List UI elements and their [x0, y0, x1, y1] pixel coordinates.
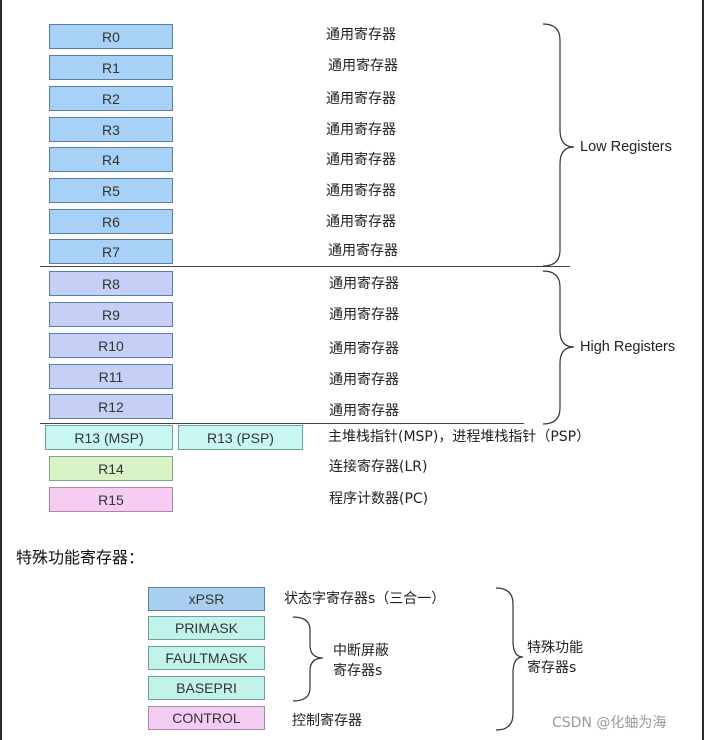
register-r13-msp: R13 (MSP): [45, 425, 173, 450]
special-group-label: 特殊功能 寄存器s: [527, 638, 583, 678]
desc-r13: 主堆栈指针(MSP)，进程堆栈指针（PSP）: [328, 429, 591, 445]
low-registers-brace: [542, 23, 575, 267]
desc-r9: 通用寄存器: [329, 307, 399, 323]
register-r12: R12: [49, 394, 173, 419]
special-group-line2: 寄存器s: [527, 660, 577, 676]
register-r9: R9: [49, 302, 173, 327]
register-r6: R6: [49, 209, 173, 234]
desc-r2: 通用寄存器: [326, 91, 396, 107]
desc-r1: 通用寄存器: [328, 58, 398, 74]
desc-mask-group: 中断屏蔽 寄存器s: [333, 641, 389, 681]
high-special-separator: [40, 423, 524, 424]
register-primask: PRIMASK: [148, 616, 265, 640]
right-frame-edge: [702, 0, 704, 740]
desc-r14: 连接寄存器(LR): [329, 459, 428, 475]
desc-r8: 通用寄存器: [329, 276, 399, 292]
register-r5: R5: [49, 178, 173, 203]
register-r1: R1: [49, 55, 173, 80]
register-control: CONTROL: [148, 706, 265, 730]
register-r13-psp: R13 (PSP): [178, 425, 303, 450]
high-registers-label: High Registers: [580, 339, 676, 355]
mask-registers-brace: [292, 616, 324, 702]
high-registers-brace: [542, 270, 575, 425]
low-high-separator: [40, 266, 570, 267]
register-r8: R8: [49, 271, 173, 296]
desc-r3: 通用寄存器: [326, 122, 396, 138]
desc-r10: 通用寄存器: [329, 341, 399, 357]
register-xpsr: xPSR: [148, 587, 265, 611]
desc-r6: 通用寄存器: [326, 214, 396, 230]
register-faultmask: FAULTMASK: [148, 646, 265, 670]
desc-r0: 通用寄存器: [326, 27, 396, 43]
desc-r15: 程序计数器(PC): [329, 491, 429, 507]
desc-mask-line1: 中断屏蔽: [333, 643, 389, 659]
desc-r5: 通用寄存器: [326, 183, 396, 199]
desc-xpsr: 状态字寄存器s（三合一）: [284, 591, 446, 607]
register-r14: R14: [49, 456, 173, 481]
special-registers-title: 特殊功能寄存器：: [16, 548, 145, 567]
desc-r4: 通用寄存器: [326, 152, 396, 168]
register-r2: R2: [49, 86, 173, 111]
desc-r12: 通用寄存器: [329, 403, 399, 419]
special-group-line1: 特殊功能: [527, 640, 583, 656]
register-r0: R0: [49, 24, 173, 49]
register-r11: R11: [49, 364, 173, 389]
low-registers-label: Low Registers: [580, 139, 672, 155]
register-r7: R7: [49, 239, 173, 264]
desc-mask-line2: 寄存器s: [333, 663, 383, 679]
desc-r7: 通用寄存器: [328, 243, 398, 259]
desc-control: 控制寄存器: [292, 713, 362, 729]
register-r4: R4: [49, 147, 173, 172]
register-basepri: BASEPRI: [148, 676, 265, 700]
left-frame-edge: [0, 0, 2, 740]
register-r3: R3: [49, 117, 173, 142]
register-r15: R15: [49, 487, 173, 512]
register-r10: R10: [49, 333, 173, 358]
watermark: CSDN @化蚰为海: [552, 715, 667, 731]
desc-r11: 通用寄存器: [329, 372, 399, 388]
special-registers-brace: [495, 587, 524, 731]
